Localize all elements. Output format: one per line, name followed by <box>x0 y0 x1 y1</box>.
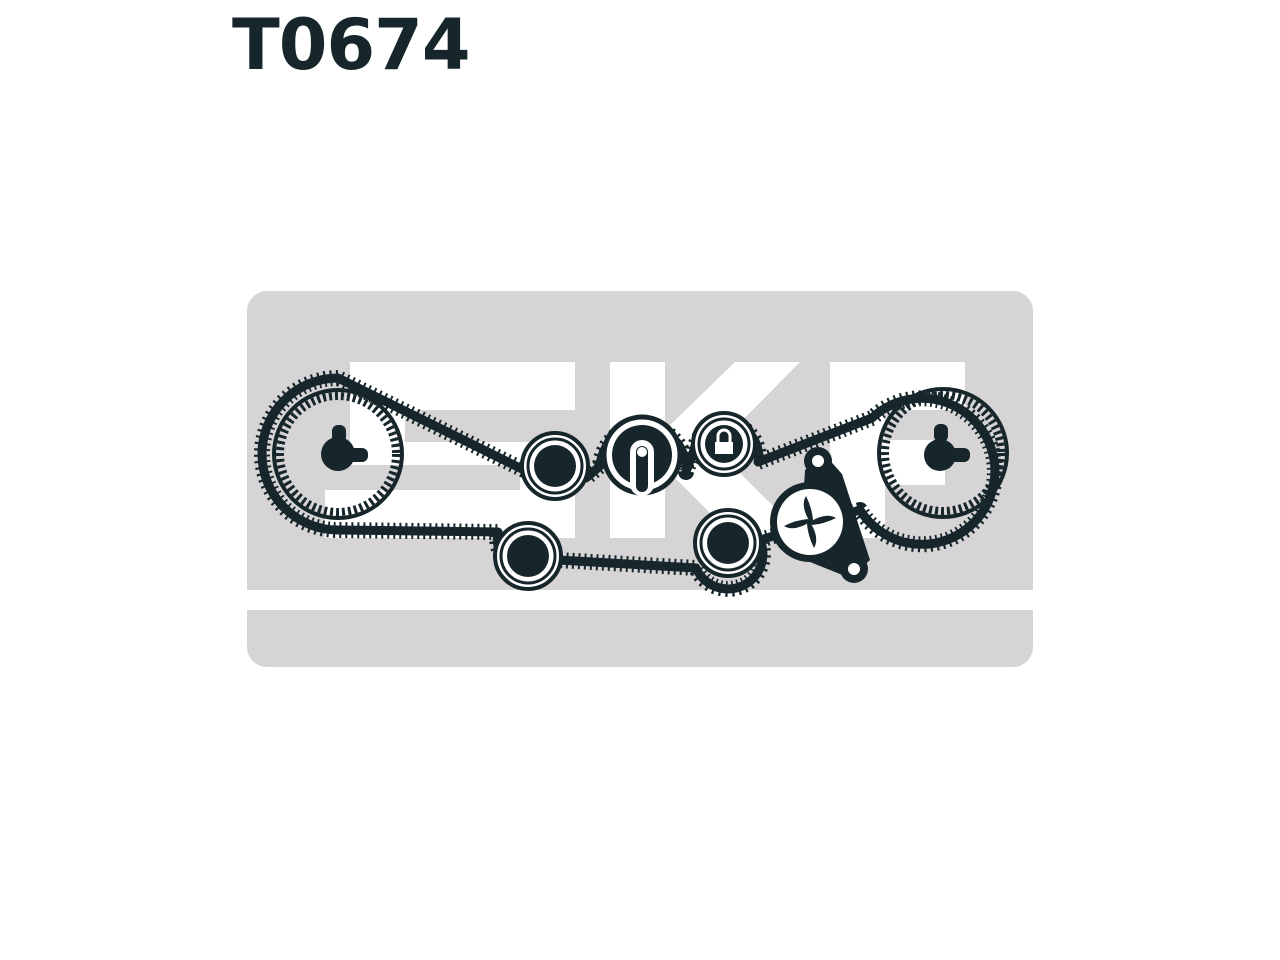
tensioner-pulley <box>601 414 683 496</box>
lower-idler-pulley-left <box>493 521 563 591</box>
logo-letter-f <box>830 362 965 538</box>
water-pump-impeller-icon <box>784 496 836 548</box>
belt-teeth <box>254 370 1003 597</box>
logo-panel-stripe <box>247 590 1033 610</box>
part-number: T0674 <box>232 4 471 86</box>
upper-idler-pulley-right <box>691 411 757 477</box>
lock-icon <box>715 442 733 454</box>
upper-idler-pulley-left <box>520 431 590 501</box>
lower-idler-pulley-right <box>693 508 763 578</box>
right-camshaft-sprocket <box>877 387 1009 519</box>
left-camshaft-sprocket <box>272 388 404 520</box>
water-pump <box>770 447 870 583</box>
